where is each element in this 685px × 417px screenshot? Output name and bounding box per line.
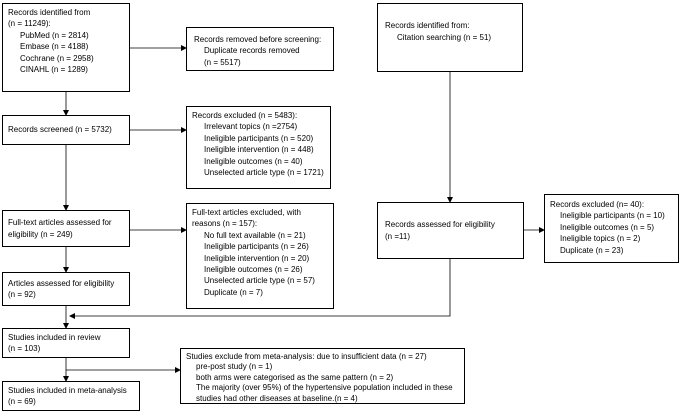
fulltext-excluded-title1: Full-text articles excluded, with <box>192 208 301 217</box>
records-excluded-screening: Records excluded (n = 5483): Irrelevant … <box>186 106 331 189</box>
source-pubmed: PubMed (n = 2814) <box>20 30 89 40</box>
articles-assessed-line2: (n = 92) <box>8 290 36 299</box>
excluded-reason: Ineligible intervention (n = 448) <box>204 145 314 155</box>
meta-excluded-reason: pre-post study (n = 1) <box>196 362 273 372</box>
source-cinahl: CINAHL (n = 1289) <box>20 65 88 75</box>
citation-excluded-reason: Ineligible topics (n = 2) <box>560 234 641 244</box>
fulltext-excluded-reason: Ineligible outcomes (n = 26) <box>204 265 303 275</box>
included-meta-line2: (n = 69) <box>8 397 36 406</box>
articles-assessed: Articles assessed for eligibility (n = 9… <box>2 272 130 306</box>
records-identified-citation: Records identified from: Citation search… <box>377 3 523 72</box>
records-identified-databases: Records identified from (n = 11249): Pub… <box>2 3 130 92</box>
included-review-line1: Studies included in review <box>8 332 101 342</box>
excluded-reason: Irrelevant topics (n =2754) <box>204 122 298 132</box>
identified-total: (n = 11249): <box>8 19 51 29</box>
removed-count: (n = 5517) <box>204 57 241 67</box>
studies-included-review: Studies included in review (n = 103) <box>2 328 130 358</box>
fulltext-excluded: Full-text articles excluded, with reason… <box>186 203 334 309</box>
citation-excluded-reason: Ineligible participants (n = 10) <box>560 211 665 221</box>
fulltext-excluded-reason: Duplicate (n = 7) <box>204 287 263 297</box>
fulltext-excluded-reason: Ineligible intervention (n = 20) <box>204 253 310 263</box>
excluded-reason: Ineligible outcomes (n = 40) <box>204 156 303 166</box>
arrow-assessed-to-review <box>69 259 451 319</box>
records-removed-before-screening: Records removed before screening: Duplic… <box>186 27 334 71</box>
excluded-reason: Unselected article type (n = 1721) <box>204 168 324 178</box>
citation-excluded: Records excluded (n= 40): Ineligible par… <box>544 194 679 263</box>
source-cochrane: Cochrane (n = 2958) <box>20 53 94 63</box>
fulltext-excluded-title2: reasons (n = 157): <box>192 219 258 229</box>
fulltext-assessed-line2: eligibility (n = 249) <box>8 229 73 239</box>
articles-assessed-line1: Articles assessed for eligibility <box>8 278 115 288</box>
meta-excluded-title: Studies exclude from meta-analysis: due … <box>186 352 427 361</box>
citation-excluded-reason: Ineligible outcomes (n = 5) <box>560 222 655 232</box>
excluded-reason: Ineligible participants (n = 520) <box>204 133 314 143</box>
citation-excluded-reason: Duplicate (n = 23) <box>560 245 624 255</box>
records-screened: Records screened (n = 5732) <box>2 115 130 145</box>
studies-included-meta: Studies included in meta-analysis (n = 6… <box>2 381 140 411</box>
citation-excluded-title: Records excluded (n= 40): <box>550 200 645 209</box>
citation-source: Citation searching (n = 51) <box>397 32 492 42</box>
fulltext-assessed-line1: Full-text articles assessed for <box>8 218 112 228</box>
removed-reason: Duplicate records removed <box>204 46 300 56</box>
removed-title: Records removed before screening: <box>194 35 322 44</box>
included-review-line2: (n = 103) <box>8 344 41 353</box>
fulltext-assessed: Full-text articles assessed for eligibil… <box>2 210 130 247</box>
fulltext-excluded-reason: Ineligible participants (n = 26) <box>204 242 309 252</box>
fulltext-excluded-reason: No full text available (n = 21) <box>204 230 306 240</box>
screened-text: Records screened (n = 5732) <box>8 125 112 135</box>
meta-excluded-reason: studies had other diseases at baseline.(… <box>196 393 358 403</box>
included-meta-line1: Studies included in meta-analysis <box>8 385 127 395</box>
citation-assessed: Records assessed for eligibility (n =11) <box>377 202 524 259</box>
source-embase: Embase (n = 4188) <box>20 42 89 52</box>
citation-assessed-line2: (n =11) <box>385 231 410 241</box>
fulltext-excluded-reason: Unselected article type (n = 57) <box>204 276 315 286</box>
citation-title: Records identified from: <box>385 21 470 31</box>
meta-excluded-reason: The majority (over 95%) of the hypertens… <box>196 383 453 393</box>
excluded-screening-title: Records excluded (n = 5483): <box>192 111 298 120</box>
identified-title: Records identified from <box>8 8 91 17</box>
meta-excluded: Studies exclude from meta-analysis: due … <box>180 348 465 404</box>
citation-assessed-line1: Records assessed for eligibility <box>385 220 495 230</box>
meta-excluded-reason: both arms were categorised as the same p… <box>196 372 394 382</box>
